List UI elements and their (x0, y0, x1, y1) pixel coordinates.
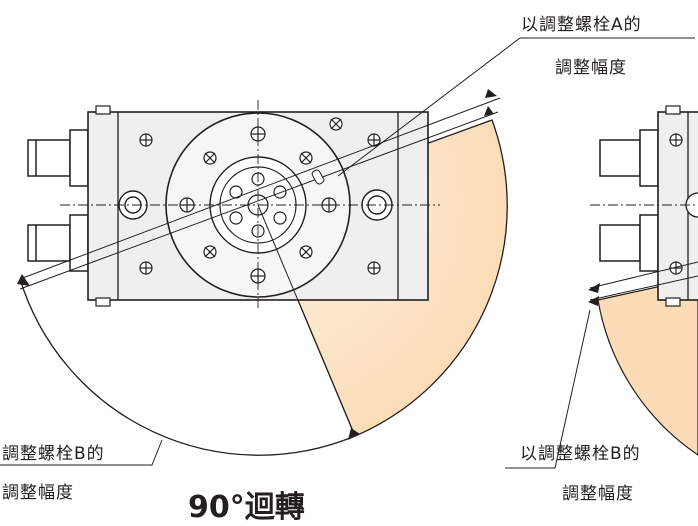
adjust-a-arrow-2 (484, 106, 494, 116)
left-bolt-top (27, 129, 89, 187)
left-actuator (0, 37, 695, 466)
leader-b-right (505, 309, 591, 469)
left-bolt-bottom (27, 214, 89, 272)
right-rotation-sector (597, 277, 698, 456)
diagram-canvas: 以調整螺栓A的 調整幅度 調整螺栓B的 調整幅度 以調整螺栓B的 調整幅度 90… (0, 15, 698, 525)
leader-b-left (0, 439, 163, 466)
angle-reference-lines (19, 97, 501, 437)
rotation-angle-title: 90°迴轉 (188, 490, 305, 525)
adjust-bolt-a-range-label: 調整幅度 (555, 58, 627, 78)
table-mounting-holes (179, 126, 337, 284)
arc-arrow-start (17, 274, 30, 286)
adjust-a-arrow-1 (485, 89, 497, 98)
rotation-arc (19, 278, 356, 456)
body-mounting-holes (139, 117, 381, 275)
leader-a (337, 37, 695, 177)
adjust-bolt-b-label-left: 調整螺栓B的 (2, 444, 105, 464)
rotary-actuator-drawing (0, 37, 698, 469)
inner-bolt-holes (229, 172, 287, 238)
adjust-bolt-b-range-label-right: 調整幅度 (562, 484, 634, 504)
adjust-bolt-a-label: 以調整螺栓A的 (521, 15, 642, 35)
adjust-bolt-b-range-label-left: 調整幅度 (2, 483, 74, 503)
adjust-bolt-b-label-right: 以調整螺栓B的 (520, 444, 641, 464)
right-actuator (505, 105, 698, 469)
arc-arrow-end (348, 428, 360, 440)
